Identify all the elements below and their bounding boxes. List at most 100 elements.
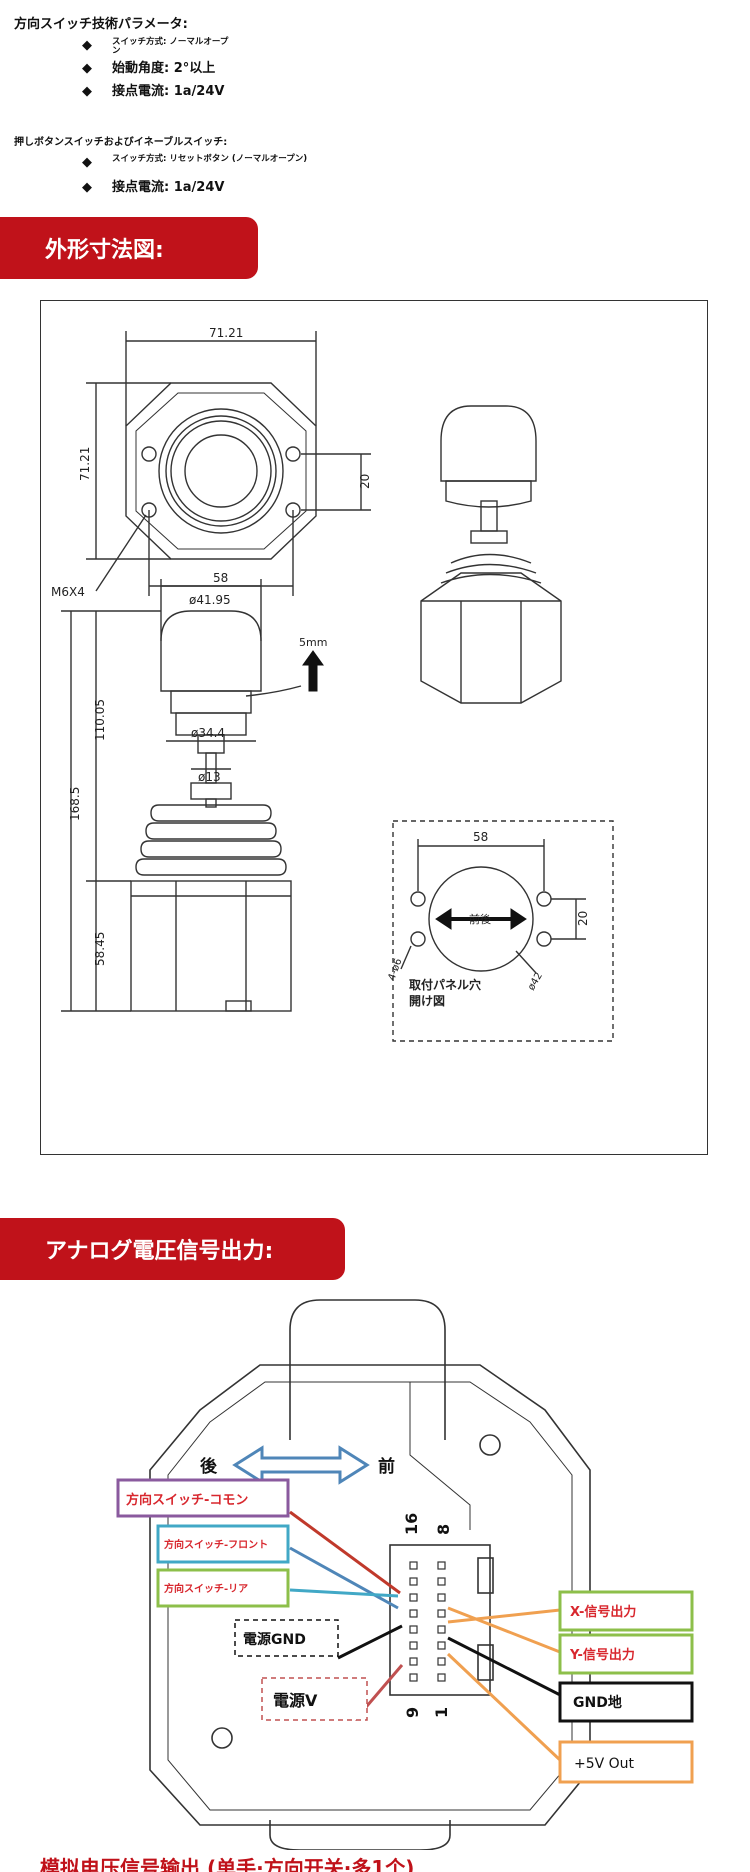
dim-168-5: 168.5 (68, 787, 82, 821)
dim-panel-holes: 4-ø6 (386, 957, 404, 982)
next-section-title: 模拟电压信号输出 (单手·方向开关·多1个) (40, 1856, 415, 1872)
label-box-gnd (558, 1681, 694, 1723)
v5-out-label: +5V Out (574, 1756, 635, 1772)
front-back-label: 前後 (469, 912, 491, 926)
leader-line (95, 514, 147, 592)
dim-dia-41-95: ø41.95 (189, 593, 231, 607)
list-item: ◆ 接点電流: 1a/24V (82, 84, 224, 100)
wire-y-out (447, 1606, 561, 1654)
mount-hole (285, 446, 301, 462)
label-box-common (116, 1478, 290, 1518)
wire-gnd (447, 1636, 571, 1702)
dimension-drawing-svg: 71.21 71.21 20 M6X4 58 ø41.95 5mm 110.05… (51, 326, 614, 1042)
dim-dia-13: ø13 (198, 770, 221, 784)
top-view-knob (184, 434, 258, 508)
wire-power-gnd (337, 1624, 403, 1660)
label-box-power-gnd (234, 1619, 339, 1657)
power-v-label: 電源V (273, 1691, 318, 1710)
dim-hole-spacing: 20 (358, 474, 372, 489)
connector-housing (389, 1544, 491, 1696)
bullet-icon: ◆ (82, 38, 92, 53)
boot-ring (150, 804, 272, 822)
panel-cutout-frame (392, 820, 614, 1042)
list-item: ◆ 接点電流: 1a/24V (82, 180, 224, 196)
dim-travel: 5mm (299, 636, 327, 649)
iso-boot (450, 553, 532, 564)
wiring-diagram: 後 前 16 8 9 1 方向スイッチ-コモン 方向スイッチ-フロント 方向スイ… (116, 1299, 694, 1850)
top-view-inner (135, 392, 307, 550)
pin-9-label: 9 (403, 1707, 422, 1718)
side-view-knob (160, 610, 262, 692)
bullet-icon: ◆ (82, 180, 92, 195)
label-box-5v (558, 1740, 694, 1784)
top-view-base (125, 382, 317, 560)
dim-panel-42: ø42 (526, 971, 545, 993)
bullet-icon: ◆ (82, 61, 92, 76)
push-switch-title: 押しボタンスイッチおよびイネーブルスイッチ: (14, 137, 228, 148)
mount-hole (141, 446, 157, 462)
list-item: ◆ スイッチ方式: リセットボタン (ノーマルオープン) (82, 155, 327, 171)
side-view-body (130, 880, 292, 1012)
dim-bottom-58: 58 (213, 571, 228, 585)
dim-screw: M6X4 (51, 585, 85, 599)
contact-current-text: 接点電流: 1a/24V (112, 84, 225, 99)
connector-pins (409, 1561, 446, 1682)
wire-5v (446, 1652, 562, 1762)
list-item: ◆ 始動角度: 2°以上 (82, 61, 215, 77)
label-box-y-out (558, 1633, 694, 1675)
wire-rear (289, 1588, 399, 1598)
label-box-rear (156, 1568, 290, 1608)
analog-banner-label: アナログ電圧信号出力: (45, 1239, 274, 1264)
dimension-drawing: 71.21 71.21 20 M6X4 58 ø41.95 5mm 110.05… (40, 300, 708, 1155)
pin-1-label: 1 (432, 1707, 451, 1718)
mount-hole (211, 1727, 233, 1749)
pin-8-label: 8 (434, 1524, 453, 1535)
wire-common (289, 1510, 401, 1595)
travel-arrow-icon (302, 650, 324, 692)
dim-width-top: 71.21 (209, 326, 243, 340)
dim-height-left: 71.21 (78, 447, 92, 481)
back-label: 後 (200, 1456, 218, 1477)
front-back-arrow-icon (232, 1445, 370, 1485)
label-box-front (156, 1524, 290, 1564)
wire-x-out (447, 1608, 561, 1624)
leader-line (400, 945, 412, 970)
dir-common-label: 方向スイッチ-コモン (126, 1492, 248, 1508)
top-view-ring-outer (158, 408, 284, 534)
x-out-label: X-信号出力 (570, 1604, 636, 1620)
gnd-label: GND地 (573, 1694, 622, 1711)
contact-current-text: 接点電流: 1a/24V (112, 180, 225, 195)
wire-front (289, 1546, 399, 1610)
panel-hole (536, 931, 552, 947)
dim-110-05: 110.05 (93, 699, 107, 741)
device-top-lug (289, 1299, 446, 1440)
switch-mode-text: スイッチ方式: ノーマルオープン (112, 37, 229, 56)
front-label: 前 (378, 1456, 395, 1477)
power-gnd-label: 電源GND (243, 1631, 306, 1648)
reset-mode-text: スイッチ方式: リセットボタン (ノーマルオープン) (112, 154, 308, 164)
panel-caption: 取付パネル穴 (409, 977, 481, 992)
y-out-label: Y-信号出力 (569, 1647, 635, 1663)
dim-panel-58: 58 (473, 830, 488, 844)
list-item: ◆ スイッチ方式: ノーマルオープン (82, 38, 230, 56)
panel-hole (410, 931, 426, 947)
panel-hole (536, 891, 552, 907)
dimensions-banner-label: 外形寸法図: (45, 238, 164, 263)
dimensions-banner: 外形寸法図: (0, 217, 258, 279)
dir-front-label: 方向スイッチ-フロント (164, 1538, 268, 1551)
dim-panel-20: 20 (576, 911, 590, 926)
panel-hole (410, 891, 426, 907)
travel-curve (245, 685, 302, 697)
label-box-power-v (261, 1677, 368, 1721)
direction-switch-title: 方向スイッチ技術パラメータ: (14, 17, 188, 32)
leader-line (515, 950, 537, 974)
analog-banner: アナログ電圧信号出力: (0, 1218, 345, 1280)
device-bottom-lug (269, 1820, 451, 1850)
label-box-x-out (558, 1590, 694, 1632)
dim-dia-34-4: ø34.4 (191, 726, 225, 740)
dir-rear-label: 方向スイッチ-リア (164, 1582, 248, 1595)
iso-knob (440, 405, 537, 482)
panel-caption: 開け図 (409, 994, 445, 1008)
bullet-icon: ◆ (82, 84, 92, 99)
mount-hole (479, 1434, 501, 1456)
